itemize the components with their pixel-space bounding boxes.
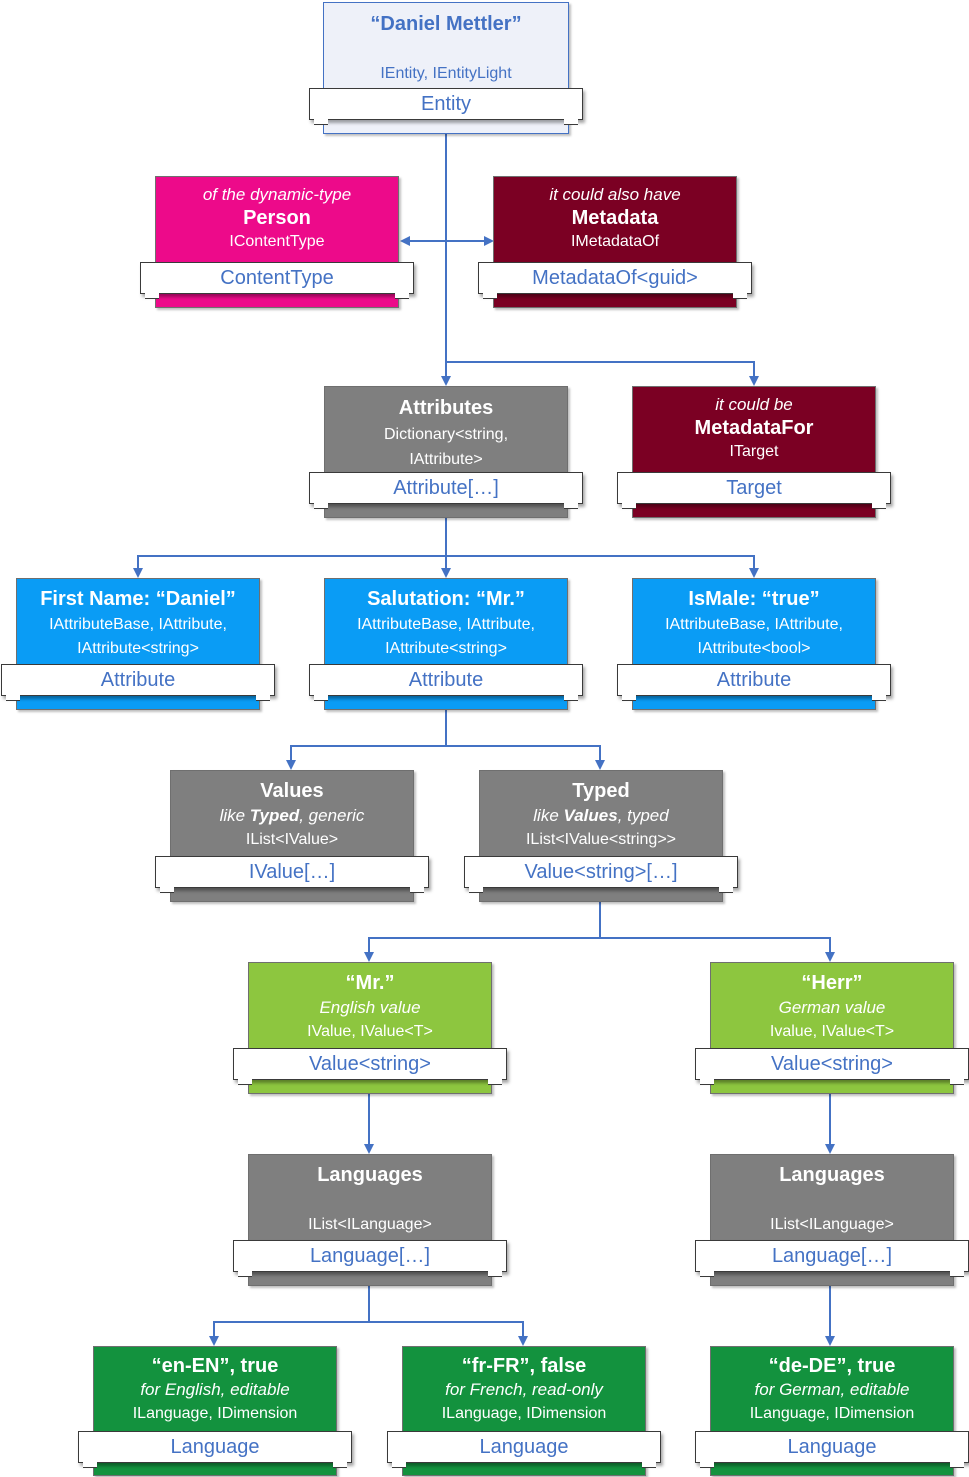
value-mr-name: “Mr.” xyxy=(345,972,395,994)
value-mr-caption: English value xyxy=(319,998,421,1017)
attribute-ismale-node: IsMale: “true” IAttributeBase, IAttribut… xyxy=(617,578,891,710)
values-caption-emphasis: Typed xyxy=(249,806,300,825)
language-en-banner: Language xyxy=(78,1431,352,1468)
language-en-caption: for English, editable xyxy=(140,1380,290,1399)
contenttype-node: of the dynamic-type Person IContentType … xyxy=(140,176,414,308)
attribute-ismale-name: IsMale: “true” xyxy=(688,588,820,610)
languages-left-node: Languages IList<ILanguage> Language[…] xyxy=(233,1154,507,1286)
connector-to-metadatafor xyxy=(446,361,759,386)
typed-caption-suffix: , typed xyxy=(617,806,669,825)
language-de-name: “de-DE”, true xyxy=(768,1355,896,1377)
value-mr-interfaces: IValue, IValue<T> xyxy=(307,1023,433,1040)
attribute-firstname-interfaces: IAttributeBase, IAttribute, xyxy=(49,616,227,633)
contenttype-caption: of the dynamic-type xyxy=(202,185,352,204)
value-herr-banner: Value<string> xyxy=(695,1048,969,1085)
values-caption: like Typed, generic xyxy=(171,806,413,826)
metadata-name: Metadata xyxy=(571,207,659,229)
language-fr-name: “fr-FR”, false xyxy=(461,1355,587,1377)
attribute-ismale-interfaces: IAttributeBase, IAttribute, xyxy=(665,616,843,633)
value-herr-interfaces: Ivalue, IValue<T> xyxy=(769,1023,895,1040)
typed-banner: Value<string>[…] xyxy=(464,856,738,893)
attribute-salutation-interfaces: IAttributeBase, IAttribute, xyxy=(357,616,535,633)
attributes-node: Attributes Dictionary<string, IAttribute… xyxy=(309,386,583,518)
typed-type: IList<IValue<string>> xyxy=(525,831,677,848)
typed-node: Typed like Values, typed IList<IValue<st… xyxy=(464,770,738,902)
entity-interfaces: IEntity, IEntityLight xyxy=(380,65,512,82)
attribute-salutation-node: Salutation: “Mr.” IAttributeBase, IAttri… xyxy=(309,578,583,710)
language-en-name: “en-EN”, true xyxy=(151,1355,279,1377)
typed-caption-prefix: like xyxy=(533,806,564,825)
language-fr-interfaces: ILanguage, IDimension xyxy=(441,1405,607,1422)
connector-to-fr xyxy=(369,1321,528,1346)
connector-to-values xyxy=(286,745,446,770)
language-en-interfaces: ILanguage, IDimension xyxy=(132,1405,298,1422)
attribute-salutation-banner: Attribute xyxy=(309,664,583,701)
language-de-caption: for German, editable xyxy=(754,1380,910,1399)
language-de-node: “de-DE”, true for German, editable ILang… xyxy=(695,1346,969,1476)
attributes-type-line1: Dictionary<string, xyxy=(383,426,509,443)
entity-banner: Entity xyxy=(309,88,583,125)
value-herr-name: “Herr” xyxy=(801,972,863,994)
languages-right-banner: Language[…] xyxy=(695,1240,969,1277)
metadatafor-name: MetadataFor xyxy=(694,417,814,439)
metadatafor-node: it could be MetadataFor ITarget Target xyxy=(617,386,891,518)
language-de-banner: Language xyxy=(695,1431,969,1468)
languages-left-banner: Language[…] xyxy=(233,1240,507,1277)
value-mr-node: “Mr.” English value IValue, IValue<T> Va… xyxy=(233,962,507,1094)
connector-to-firstname xyxy=(133,555,446,578)
metadatafor-banner: Target xyxy=(617,472,891,509)
contenttype-name: Person xyxy=(243,207,311,229)
attribute-salutation-name: Salutation: “Mr.” xyxy=(367,588,525,610)
attribute-salutation-generic: IAttribute<string> xyxy=(385,640,507,657)
language-fr-caption: for French, read-only xyxy=(445,1380,603,1399)
attribute-ismale-banner: Attribute xyxy=(617,664,891,701)
languages-left-type: IList<ILanguage> xyxy=(308,1216,432,1233)
value-mr-banner: Value<string> xyxy=(233,1048,507,1085)
contenttype-banner: ContentType xyxy=(140,262,414,299)
language-de-interfaces: ILanguage, IDimension xyxy=(749,1405,915,1422)
contenttype-interface: IContentType xyxy=(229,233,325,250)
language-fr-banner: Language xyxy=(387,1431,661,1468)
attributes-type-line2: IAttribute> xyxy=(409,451,483,468)
attributes-banner: Attribute[…] xyxy=(309,472,583,509)
attribute-firstname-banner: Attribute xyxy=(1,664,275,701)
typed-name: Typed xyxy=(572,780,630,802)
connector-to-herr xyxy=(600,937,835,962)
metadatafor-interface: ITarget xyxy=(729,443,779,460)
values-name: Values xyxy=(260,780,324,802)
metadata-interface: IMetadataOf xyxy=(570,233,660,250)
language-en-node: “en-EN”, true for English, editable ILan… xyxy=(78,1346,352,1476)
connector-to-mr xyxy=(364,937,600,962)
language-fr-node: “fr-FR”, false for French, read-only ILa… xyxy=(387,1346,661,1476)
attribute-firstname-name: First Name: “Daniel” xyxy=(40,588,236,610)
attribute-firstname-node: First Name: “Daniel” IAttributeBase, IAt… xyxy=(1,578,275,710)
values-caption-prefix: like xyxy=(219,806,250,825)
connector-to-en xyxy=(209,1321,369,1346)
values-caption-suffix: , generic xyxy=(299,806,365,825)
metadata-banner: MetadataOf<guid> xyxy=(478,262,752,299)
values-node: Values like Typed, generic IList<IValue>… xyxy=(155,770,429,902)
languages-left-name: Languages xyxy=(317,1164,423,1186)
metadatafor-caption: it could be xyxy=(715,395,793,414)
metadata-caption: it could also have xyxy=(549,185,681,204)
typed-caption: like Values, typed xyxy=(480,806,722,826)
connector-to-ismale xyxy=(446,555,759,578)
entity-name: “Daniel Mettler” xyxy=(370,13,522,35)
typed-caption-emphasis: Values xyxy=(563,806,618,825)
values-type: IList<IValue> xyxy=(245,831,339,848)
metadata-node: it could also have Metadata IMetadataOf … xyxy=(478,176,752,308)
connector-to-typed xyxy=(446,745,605,770)
entity-node: “Daniel Mettler” IEntity, IEntityLight E… xyxy=(309,2,583,134)
languages-right-type: IList<ILanguage> xyxy=(770,1216,894,1233)
languages-right-name: Languages xyxy=(779,1164,885,1186)
attribute-firstname-generic: IAttribute<string> xyxy=(77,640,199,657)
values-banner: IValue[…] xyxy=(155,856,429,893)
value-herr-caption: German value xyxy=(778,998,886,1017)
attribute-ismale-generic: IAttribute<bool> xyxy=(697,640,811,657)
value-herr-node: “Herr” German value Ivalue, IValue<T> Va… xyxy=(695,962,969,1094)
languages-right-node: Languages IList<ILanguage> Language[…] xyxy=(695,1154,969,1286)
attributes-name: Attributes xyxy=(398,397,494,419)
